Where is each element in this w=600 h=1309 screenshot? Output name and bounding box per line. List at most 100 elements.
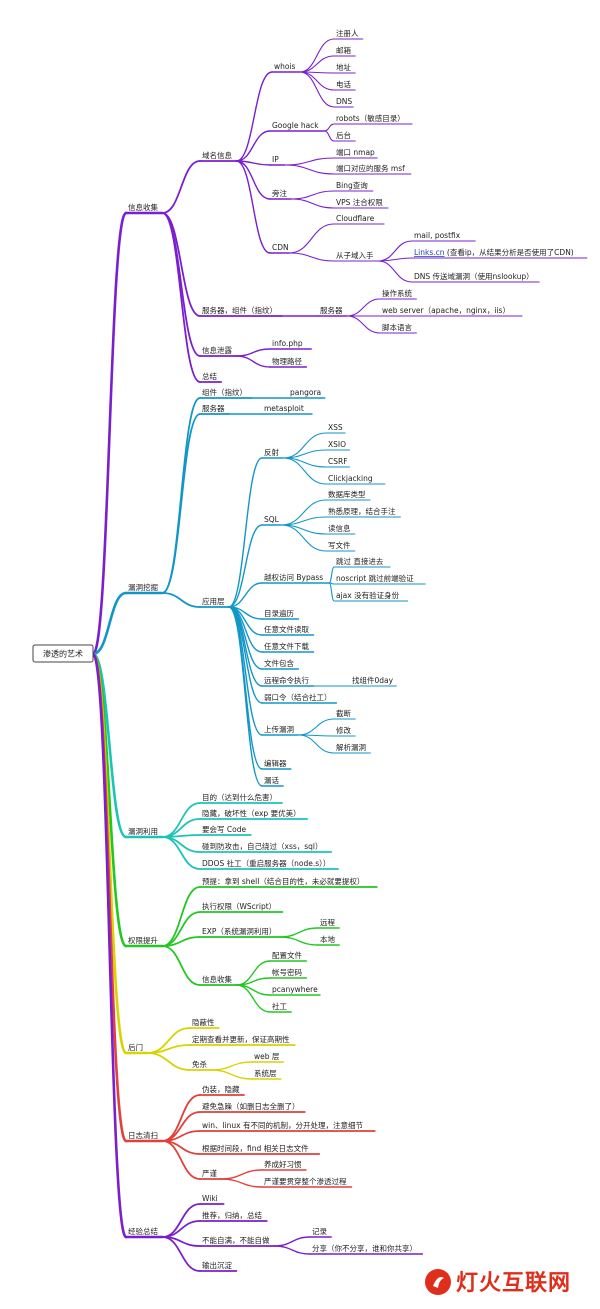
node-90[interactable]: 避免急躁（如删日志全删了） <box>202 1101 300 1111</box>
node-82[interactable]: 后门 <box>128 1042 143 1052</box>
node-27[interactable]: 脚本语言 <box>382 322 412 332</box>
node-45[interactable]: 熟悉原理，结合手注 <box>328 506 396 516</box>
node-14[interactable]: 旁注 <box>272 188 287 198</box>
node-5[interactable]: 地址 <box>336 62 351 72</box>
node-1[interactable]: 域名信息 <box>202 150 232 160</box>
node-csrf-41[interactable]: CSRF <box>328 457 348 466</box>
node-info-php-29[interactable]: info.php <box>272 339 303 348</box>
node-pangora-34[interactable]: pangora <box>290 388 321 397</box>
node-59[interactable]: 上传漏洞 <box>264 724 294 734</box>
node-10[interactable]: 后台 <box>336 130 351 140</box>
node-84[interactable]: 定期查看并更新，保证高期性 <box>192 1034 290 1044</box>
node-6[interactable]: 电话 <box>336 79 351 89</box>
node-bing-15[interactable]: Bing查询 <box>336 180 368 190</box>
node-sql-43[interactable]: SQL <box>264 515 280 524</box>
node-55[interactable]: 文件包含 <box>264 658 294 668</box>
node-wscript-73[interactable]: 执行权限（WScript） <box>202 901 276 911</box>
node-38[interactable]: 反射 <box>264 447 279 457</box>
node-85[interactable]: 免杀 <box>192 1059 207 1069</box>
node-cdn-17[interactable]: CDN <box>272 243 289 252</box>
node-google-hack-8[interactable]: Google hack <box>272 121 319 130</box>
node-web-86[interactable]: web 层 <box>254 1052 280 1061</box>
node-3[interactable]: 注册人 <box>336 28 359 38</box>
node-98[interactable]: 推荐，归纳，总结 <box>202 1210 262 1220</box>
node-exp-67[interactable]: 隐藏，破坏性（exp 要优美） <box>202 808 301 818</box>
node-shell-72[interactable]: 预提：拿到 shell（结合目的性，未必就要提权） <box>202 876 364 886</box>
node-dns-7[interactable]: DNS <box>336 97 352 106</box>
node-links-cn-21[interactable]: Links.cn (查看ip，从结果分析是否使用了CDN) <box>414 247 574 257</box>
node-49[interactable]: 跳过 直接进去 <box>336 556 384 566</box>
node-60[interactable]: 截断 <box>336 708 351 718</box>
node-96[interactable]: 经验总结 <box>128 1226 158 1236</box>
node-30[interactable]: 物理路径 <box>272 356 302 366</box>
node-63[interactable]: 编辑器 <box>264 758 287 768</box>
node-66[interactable]: 目的（达到什么危害） <box>202 792 277 802</box>
node-cloudflare-18[interactable]: Cloudflare <box>336 214 375 223</box>
node-64[interactable]: 漏话 <box>264 775 279 785</box>
node-99[interactable]: 不能自满，不能自做 <box>202 1235 270 1245</box>
node-37[interactable]: 应用层 <box>202 596 225 606</box>
node-32[interactable]: 漏洞挖掘 <box>128 582 158 592</box>
node-47[interactable]: 写文件 <box>328 540 351 550</box>
node-xsio-40[interactable]: XSIO <box>328 440 346 449</box>
node-101[interactable]: 分享（你不分享，谁和你共享） <box>312 1243 417 1253</box>
node-wiki-97[interactable]: Wiki <box>202 1194 218 1203</box>
node-mail-postfix-20[interactable]: mail, postfix <box>414 231 461 240</box>
node-78[interactable]: 配置文件 <box>272 950 302 960</box>
node-61[interactable]: 修改 <box>336 725 351 735</box>
node-xss-sql-69[interactable]: 碰到防攻击，自己绕过（xss，sql） <box>202 841 323 851</box>
node-44[interactable]: 数据库类型 <box>328 489 366 499</box>
node-dns-nslookup-22[interactable]: DNS 传送域漏洞（使用nslookup） <box>414 271 534 281</box>
node-0[interactable]: 信息收集 <box>128 202 158 212</box>
node-web-server-apache-nginx-iis-26[interactable]: web server（apache，nginx，iis） <box>382 306 510 315</box>
node-clickjacking-42[interactable]: Clickjacking <box>328 474 373 483</box>
node-95[interactable]: 严谨要贯穿整个渗透过程 <box>264 1176 347 1186</box>
node-ip-11[interactable]: IP <box>272 155 279 164</box>
node-24[interactable]: 服务器 <box>320 305 343 315</box>
node-pcanywhere-80[interactable]: pcanywhere <box>272 985 318 994</box>
node-31[interactable]: 总结 <box>202 371 217 381</box>
node-bypass-48[interactable]: 越权访问 Bypass <box>264 572 323 582</box>
node-46[interactable]: 读信息 <box>328 523 351 533</box>
node-ajax-51[interactable]: ajax 没有验证身份 <box>336 590 400 600</box>
node-msf-13[interactable]: 端口对应的服务 msf <box>336 163 405 173</box>
node-87[interactable]: 系统层 <box>254 1068 277 1078</box>
node-exp-74[interactable]: EXP（系统漏洞利用） <box>202 926 276 936</box>
node-win-linux-91[interactable]: win、linux 有不同的机制，分开处理，注意细节 <box>202 1120 363 1130</box>
node-71[interactable]: 权限提升 <box>128 935 158 945</box>
node-53[interactable]: 任意文件读取 <box>264 624 309 634</box>
node-nmap-12[interactable]: 端口 nmap <box>336 147 375 157</box>
node-whois-2[interactable]: whois <box>274 62 296 71</box>
node-93[interactable]: 严谨 <box>202 1168 217 1178</box>
node-65[interactable]: 漏洞利用 <box>128 826 158 836</box>
node-81[interactable]: 社工 <box>272 1001 287 1011</box>
node-25[interactable]: 操作系统 <box>382 288 412 298</box>
node-83[interactable]: 隐蔽性 <box>192 1017 215 1027</box>
node-62[interactable]: 解析漏洞 <box>336 742 366 752</box>
node-vps-16[interactable]: VPS 注合权限 <box>336 197 383 207</box>
node-79[interactable]: 帐号密码 <box>272 967 302 977</box>
node-54[interactable]: 任意文件下载 <box>264 641 309 651</box>
node-noscript-50[interactable]: noscript 跳过前端验证 <box>336 573 414 583</box>
node-58[interactable]: 弱口令（结合社工） <box>264 692 332 702</box>
node-102[interactable]: 输出沉淀 <box>202 1260 232 1270</box>
node-52[interactable]: 目录遍历 <box>264 608 294 618</box>
node-88[interactable]: 日志清扫 <box>128 1130 158 1140</box>
node-xss-39[interactable]: XSS <box>328 423 343 432</box>
node-28[interactable]: 信息泄露 <box>202 345 232 355</box>
node-19[interactable]: 从子域入手 <box>336 250 374 260</box>
node-23[interactable]: 服务器，组件（指纹） <box>202 305 277 315</box>
node-link-text[interactable]: Links.cn <box>414 248 445 257</box>
node-89[interactable]: 伪装，隐藏 <box>202 1084 240 1094</box>
node-33[interactable]: 组件（指纹） <box>202 387 247 397</box>
root-node[interactable]: 渗透的艺术 <box>32 644 94 663</box>
node-76[interactable]: 本地 <box>320 934 335 944</box>
node-ddos-node-s-70[interactable]: DDOS 社工（重启服务器（node.s）） <box>202 858 330 868</box>
node-77[interactable]: 信息收集 <box>202 974 232 984</box>
node-56[interactable]: 远程命令执行 <box>264 675 309 685</box>
node-0day-57[interactable]: 找组件0day <box>352 675 394 685</box>
node-code-68[interactable]: 要会写 Code <box>202 824 246 834</box>
node-35[interactable]: 服务器 <box>202 403 225 413</box>
node-100[interactable]: 记录 <box>312 1227 327 1236</box>
node-4[interactable]: 邮箱 <box>336 45 351 55</box>
